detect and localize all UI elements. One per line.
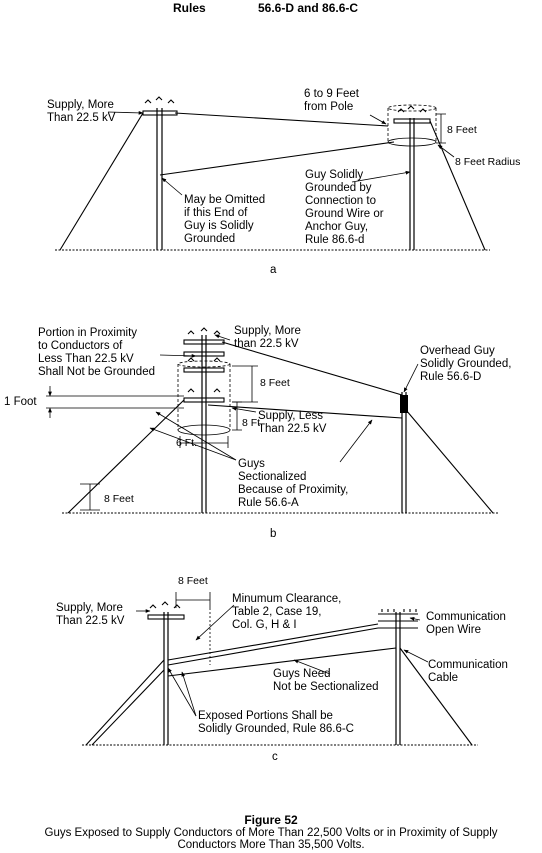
six-to-nine-line2: from Pole [304, 101, 353, 113]
caption-line2: Conductors More Than 35,500 Volts. [177, 839, 364, 851]
span-guy-b [207, 404, 403, 419]
panel-letter-c: c [272, 751, 278, 763]
svg-text:Rule 86.6-d: Rule 86.6-d [305, 234, 364, 246]
comm-open-line2: Open Wire [426, 624, 481, 636]
eight-feet-radius-a: 8 Feet Radius [455, 156, 520, 168]
overhead-guy-b [221, 341, 403, 396]
comm-pole-c [378, 609, 418, 745]
comm-cable-line2: Cable [428, 672, 458, 684]
eight-ft-b: 8 Ft. [242, 417, 263, 429]
figure-number: Figure 52 [244, 813, 298, 827]
span-guy-c-top [167, 623, 379, 661]
svg-text:Sectionalized: Sectionalized [238, 471, 306, 483]
svg-text:Overhead Guy: Overhead Guy [420, 345, 495, 357]
panel-letter-a: a [270, 264, 277, 276]
exposed-line1: Exposed Portions Shall be [198, 710, 333, 722]
svg-text:if this End of: if this End of [184, 207, 248, 219]
svg-text:Minumum Clearance,: Minumum Clearance, [232, 593, 341, 605]
anchor-guy-c-left-1 [85, 659, 165, 746]
header: Rules 56.6-D and 86.6-C [173, 1, 358, 15]
svg-text:Guys: Guys [238, 458, 265, 470]
guy-solidly-note: Guy Solidly Grounded by Connection to Gr… [305, 169, 384, 246]
caption-line1: Guys Exposed to Supply Conductors of Mor… [45, 827, 498, 839]
svg-text:Col. G, H & I: Col. G, H & I [232, 619, 297, 631]
svg-text:Table 2, Case 19,: Table 2, Case 19, [232, 606, 322, 618]
svg-text:Less Than 22.5 kV: Less Than 22.5 kV [38, 353, 134, 365]
guys-sectionalized-note: Guys Sectionalized Because of Proximity,… [238, 458, 348, 509]
anchor-guy-b-right [405, 409, 494, 514]
svg-text:Portion in Proximity: Portion in Proximity [38, 327, 137, 339]
panel-letter-b: b [270, 528, 276, 540]
guy-pole-b [400, 392, 408, 513]
one-foot: 1 Foot [4, 396, 37, 408]
min-clearance-note: Minumum Clearance, Table 2, Case 19, Col… [232, 593, 341, 631]
may-be-omitted-note: May be Omitted if this End of Guy is Sol… [184, 194, 265, 245]
eight-feet-low-b: 8 Feet [104, 493, 134, 505]
supply-more-a-line1: Supply, More [47, 99, 114, 111]
svg-text:Anchor Guy,: Anchor Guy, [305, 221, 368, 233]
svg-text:Shall Not be Grounded: Shall Not be Grounded [38, 366, 155, 378]
svg-text:Grounded by: Grounded by [305, 182, 372, 194]
supply-less-line2: Than 22.5 kV [258, 423, 327, 435]
exposed-line2: Solidly Grounded, Rule 86.6-C [198, 723, 354, 735]
anchor-guy-a-left [59, 112, 144, 251]
span-guy-c-low [167, 647, 397, 677]
anchor-guy-c-right [399, 647, 473, 746]
comm-cable-line1: Communication [428, 659, 508, 671]
svg-text:Because of Proximity,: Because of Proximity, [238, 484, 348, 496]
guys-need-line1: Guys Need [273, 668, 331, 680]
svg-text:Grounded: Grounded [184, 233, 235, 245]
six-to-nine-line1: 6 to 9 Feet [304, 88, 360, 100]
figure-caption: Figure 52 Guys Exposed to Supply Conduct… [45, 813, 498, 851]
svg-text:Guy is Solidly: Guy is Solidly [184, 220, 254, 232]
supply-more-b-line2: than 22.5 kV [234, 338, 299, 350]
overhead-guy-note: Overhead Guy Solidly Grounded, Rule 56.6… [420, 345, 511, 383]
eight-feet-c: 8 Feet [178, 575, 208, 587]
supply-more-a-line2: Than 22.5 kV [47, 112, 116, 124]
anchor-guy-b-left [67, 399, 185, 514]
six-ft-b: 6 Ft. [176, 437, 197, 449]
span-guy-a-low [159, 141, 395, 176]
svg-text:Rule 56.6-A: Rule 56.6-A [238, 497, 299, 509]
supply-less-line1: Supply, Less [258, 410, 323, 422]
guys-need-line2: Not be Sectionalized [273, 681, 378, 693]
anchor-guy-c-left-2 [91, 669, 165, 746]
svg-text:Ground Wire or: Ground Wire or [305, 208, 384, 220]
anchor-guy-a-right [429, 120, 486, 251]
svg-text:Connection to: Connection to [305, 195, 376, 207]
panel-b: Portion in Proximity to Conductors of Le… [4, 325, 511, 540]
eight-feet-b: 8 Feet [260, 377, 290, 389]
supply-pole-c [147, 601, 185, 745]
guy-pole-a [387, 104, 437, 250]
supply-more-c-line1: Supply, More [56, 602, 123, 614]
portion-proximity-note: Portion in Proximity to Conductors of Le… [38, 327, 155, 378]
comm-open-line1: Communication [426, 611, 506, 623]
svg-text:Guy Solidly: Guy Solidly [305, 169, 363, 181]
rules-numbers: 56.6-D and 86.6-C [258, 1, 358, 15]
svg-text:Solidly Grounded,: Solidly Grounded, [420, 358, 511, 370]
eight-feet-a: 8 Feet [447, 124, 477, 136]
supply-more-b-line1: Supply, More [234, 325, 301, 337]
svg-text:to Conductors of: to Conductors of [38, 340, 123, 352]
panel-c: 8 Feet Supply, More Than 22.5 kV Minumum… [56, 575, 508, 763]
comm-wire-c [167, 627, 379, 666]
svg-text:Rule 56.6-D: Rule 56.6-D [420, 371, 481, 383]
supply-pole-b [177, 327, 231, 513]
supply-more-c-line2: Than 22.5 kV [56, 615, 125, 627]
rules-label: Rules [173, 1, 206, 15]
span-guy-a-top [174, 112, 389, 127]
panel-a: Supply, More Than 22.5 kV 6 to 9 Feet fr… [47, 88, 520, 276]
svg-text:May be Omitted: May be Omitted [184, 194, 265, 206]
